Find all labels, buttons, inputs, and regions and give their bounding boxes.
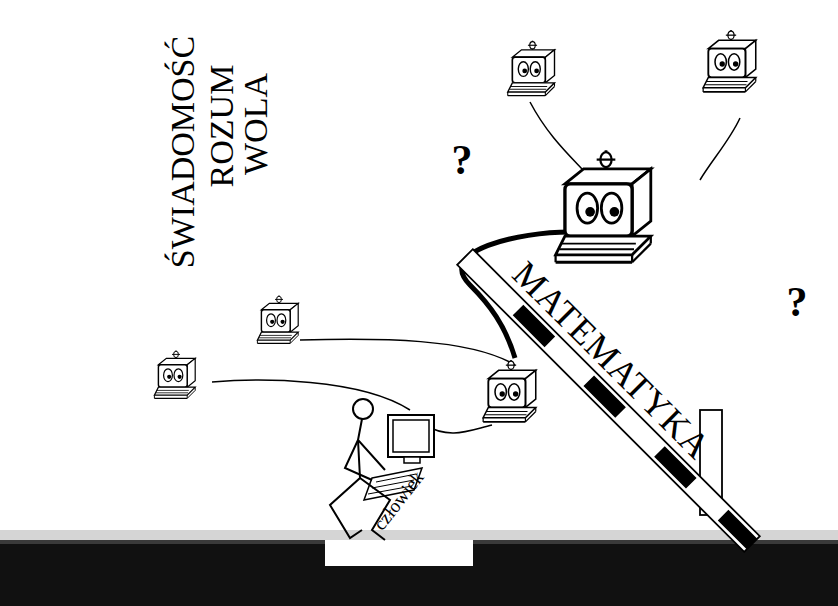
concept-word: WOLA bbox=[239, 73, 273, 175]
barrier-stripes bbox=[465, 257, 752, 544]
barrier-bar bbox=[457, 249, 760, 552]
bar-text: MATEMATYKA bbox=[506, 255, 717, 466]
question-mark: ? bbox=[787, 281, 808, 323]
concept-word: ŚWIADOMOŚĆ bbox=[166, 36, 200, 268]
barrier-band: MATEMATYKA bbox=[506, 255, 717, 466]
concept-word: ROZUM bbox=[205, 65, 239, 188]
question-mark: ? bbox=[452, 139, 473, 181]
pedestal bbox=[325, 540, 473, 566]
